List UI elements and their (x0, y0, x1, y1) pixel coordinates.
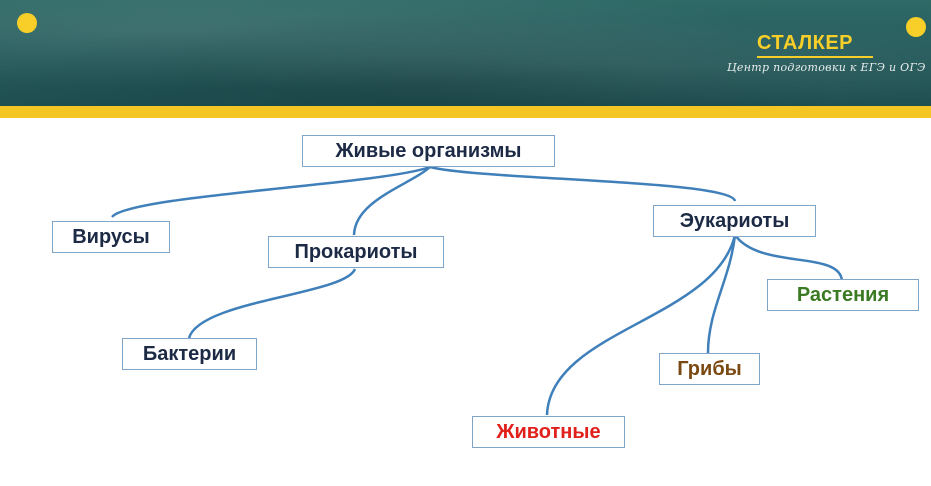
header-stripe (0, 106, 931, 118)
brand-underline (757, 56, 873, 58)
node-bacteria: Бактерии (122, 338, 257, 370)
decor-dot-right (906, 17, 926, 37)
link-root-eukaryotes (429, 165, 737, 202)
node-eukaryotes: Эукариоты (653, 205, 816, 237)
node-animals: Животные (472, 416, 625, 448)
node-viruses: Вирусы (52, 221, 170, 253)
decor-dot-left (17, 13, 37, 33)
link-root-viruses (111, 165, 431, 218)
header-banner (0, 0, 931, 106)
brand-tagline: Центр подготовки к ЕГЭ и ОГЭ (727, 61, 926, 74)
link-eukaryotes-plants (733, 234, 844, 282)
link-eukaryotes-fungi (706, 234, 737, 354)
node-plants: Растения (767, 279, 919, 311)
node-prokaryotes: Прокариоты (268, 236, 444, 268)
brand-logo: СТАЛКЕР (757, 32, 854, 54)
node-root: Живые организмы (302, 135, 555, 167)
link-root-prokaryotes (352, 166, 431, 236)
link-eukaryotes-animals (545, 234, 737, 416)
link-prokaryotes-bacteria (187, 268, 357, 339)
node-fungi: Грибы (659, 353, 760, 385)
